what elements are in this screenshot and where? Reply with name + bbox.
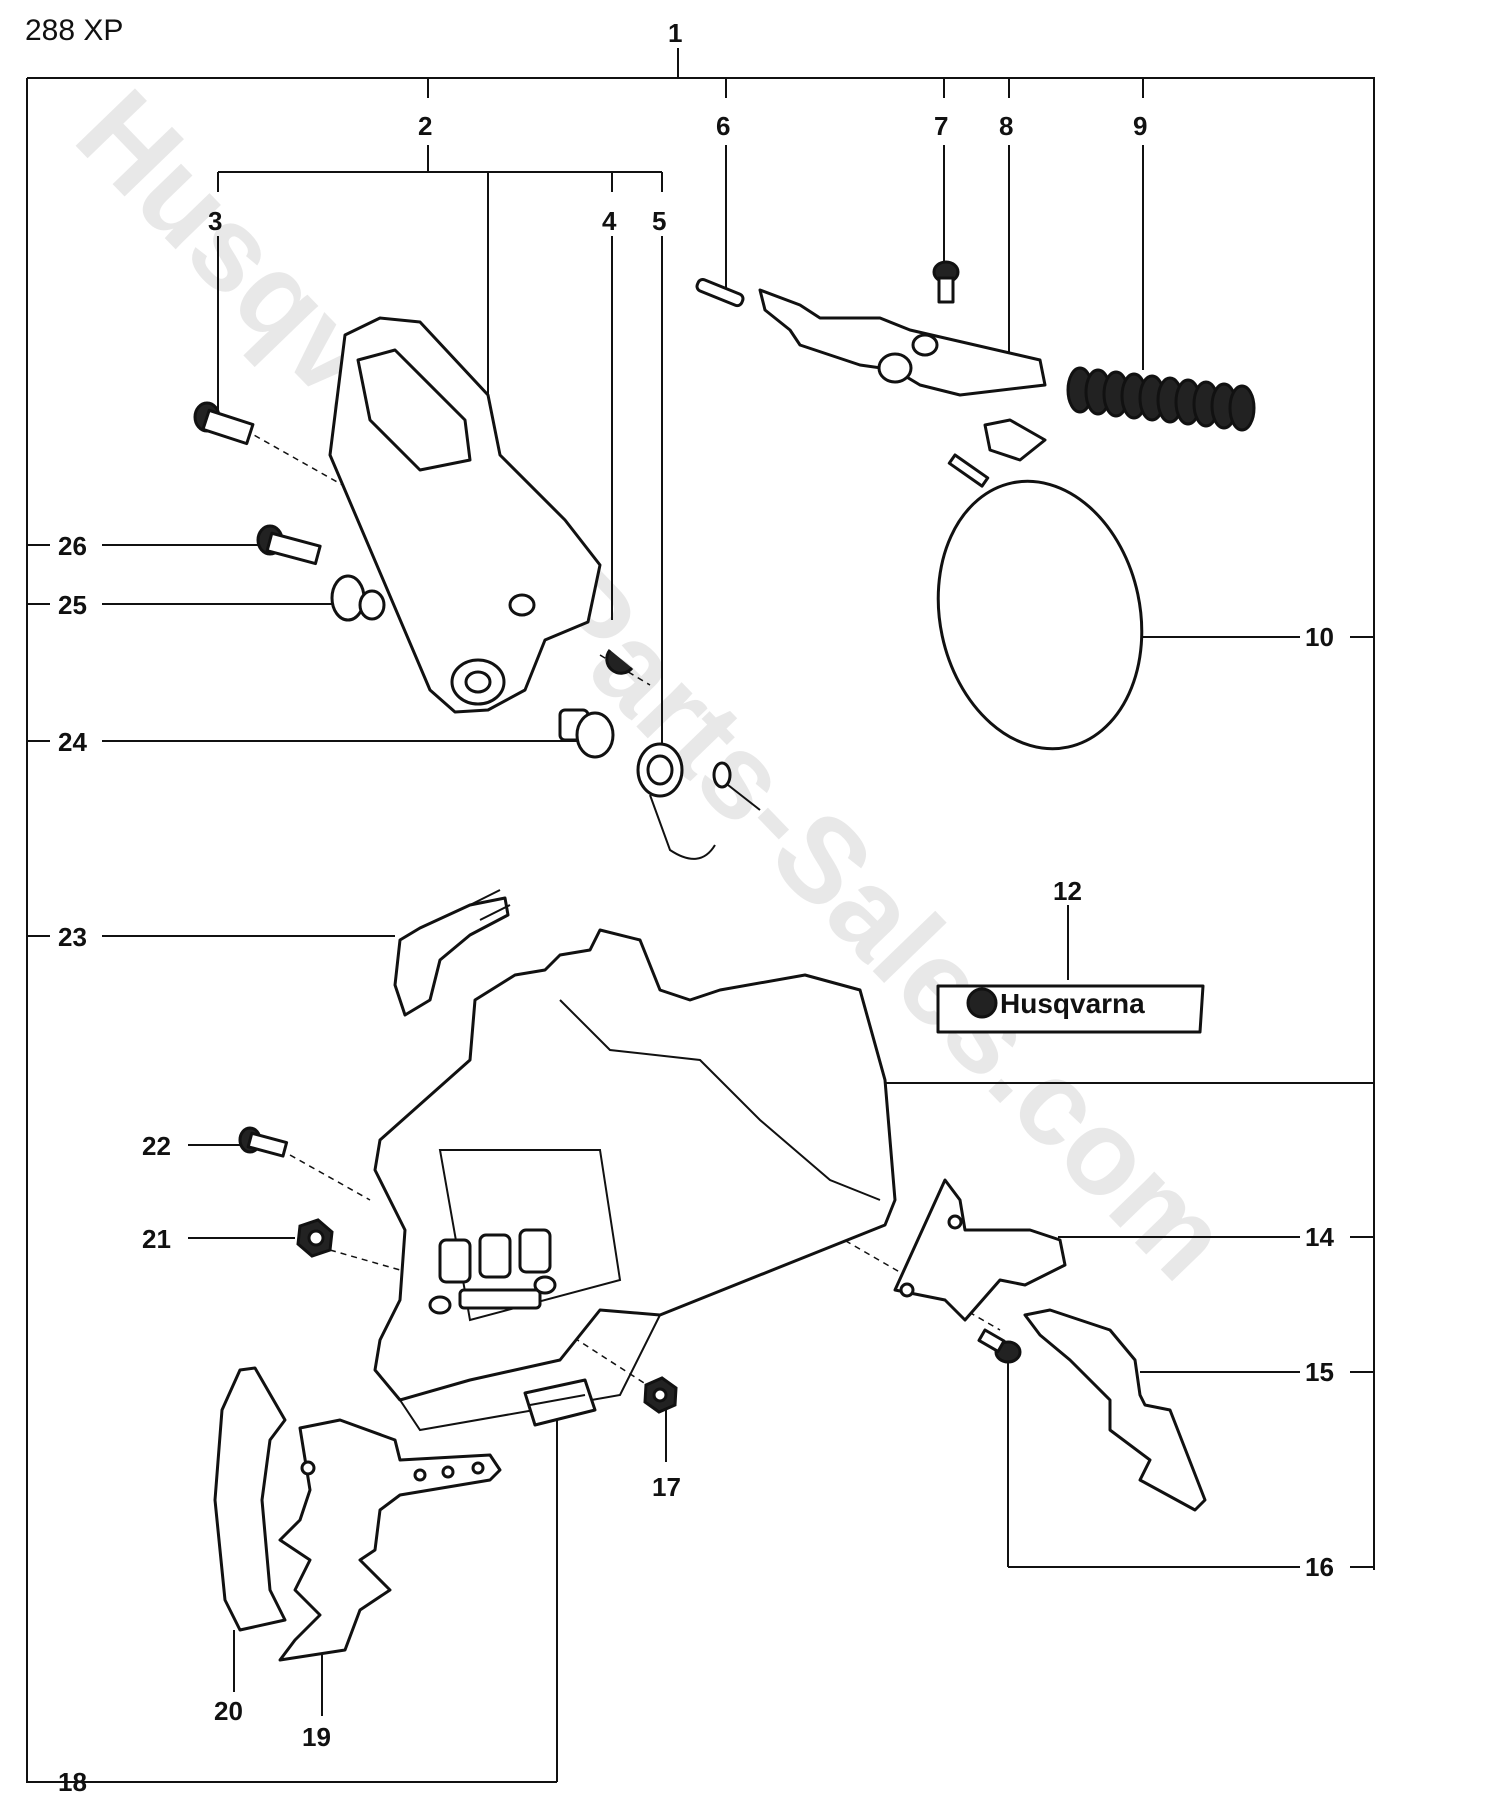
part-nut-17: [643, 1376, 678, 1414]
part-brake-band-10: [936, 418, 1144, 751]
callout-24: 24: [58, 727, 87, 757]
callout-1: 1: [668, 18, 682, 48]
part-pin-6: [695, 278, 745, 308]
part-spring-9: [1066, 366, 1256, 432]
part-decal-12: Husqvarna: [936, 984, 1205, 1034]
part-bushing-24: [558, 708, 615, 759]
callout-6: 6: [716, 111, 730, 141]
callout-3: 3: [208, 206, 222, 236]
callout-8: 8: [999, 111, 1013, 141]
part-screw-7: [932, 260, 960, 304]
callout-12: 12: [1053, 876, 1082, 906]
part-screw-22: [238, 1126, 289, 1158]
callout-15: 15: [1305, 1357, 1334, 1387]
callout-16: 16: [1305, 1552, 1334, 1582]
callouts: 1 2 3 4 5 6 7 8 9 10 12 14 15 16 17 18 1…: [58, 18, 1334, 1797]
callout-26: 26: [58, 531, 87, 561]
part-plate-14: [893, 1178, 1067, 1322]
part-bracket-19: [278, 1418, 502, 1662]
callout-21: 21: [142, 1224, 171, 1254]
callout-9: 9: [1133, 111, 1147, 141]
callout-20: 20: [214, 1696, 243, 1726]
part-bolt-3: [193, 401, 255, 446]
callout-14: 14: [1305, 1222, 1334, 1252]
callout-2: 2: [418, 111, 432, 141]
callout-4: 4: [602, 206, 617, 236]
callout-17: 17: [652, 1472, 681, 1502]
model-title: 288 XP: [25, 14, 124, 47]
part-spring-5: [636, 742, 761, 860]
callout-19: 19: [302, 1722, 331, 1752]
part-clutch-cover: [373, 928, 897, 1432]
part-lever-8: [758, 288, 1047, 397]
callout-25: 25: [58, 590, 87, 620]
decal-logo-text: Husqvarna: [1000, 988, 1145, 1019]
callout-18: 18: [58, 1767, 87, 1797]
part-hand-guard: [328, 316, 602, 714]
callout-23: 23: [58, 922, 87, 952]
part-screw-26: [256, 524, 322, 566]
part-circlip-4: [605, 649, 634, 675]
part-screw-16: [977, 1328, 1022, 1364]
callout-7: 7: [934, 111, 948, 141]
callout-10: 10: [1305, 622, 1334, 652]
part-guard-15: [1023, 1308, 1207, 1512]
callout-22: 22: [142, 1131, 171, 1161]
part-pad-18: [523, 1378, 597, 1427]
part-nut-21: [296, 1218, 334, 1258]
part-clip-23: [393, 889, 511, 1017]
part-plate-20: [213, 1366, 287, 1632]
part-washer-25: [330, 574, 386, 622]
callout-5: 5: [652, 206, 666, 236]
